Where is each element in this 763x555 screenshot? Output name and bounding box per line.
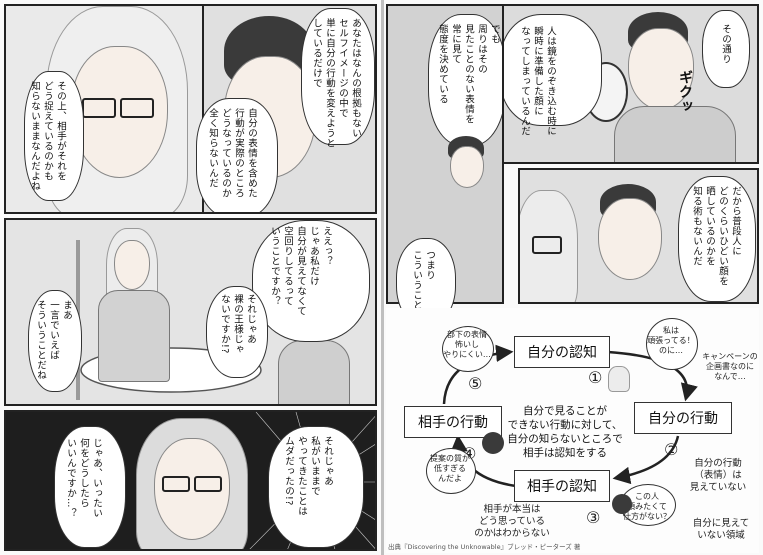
glasses-icon [194, 476, 222, 492]
man-face [450, 146, 484, 188]
panel-woman-glasses [504, 164, 516, 304]
woman-body [98, 290, 170, 382]
cognition-cycle-diagram: 自分の認知 自分の行動 相手の行動 相手の認知 自分で見ることが できない行動に… [386, 308, 759, 553]
thought-bubble [426, 448, 476, 494]
speech-bubble [28, 290, 82, 392]
dialogue-text: あなたはなんの根拠もない セルフイメージの中で 単に自分の行動を変えようと して… [311, 18, 361, 148]
dialogue-text: 人は鏡をのぞき込む時に 瞬時に準備した顔に なってしまっているんだ [519, 26, 556, 136]
man-body [614, 106, 736, 162]
burst-bubble [268, 426, 364, 548]
dialogue-text: まあ 一言でいえば そういうことだね [35, 300, 72, 380]
box-other-action: 相手の行動 [404, 406, 502, 438]
man-avatar-icon [612, 494, 632, 514]
thought-bubble [442, 326, 494, 372]
panel-woman-and-man: あなたはなんの根拠もない セルフイメージの中で 単に自分の行動を変えようと して… [4, 4, 377, 214]
speech-bubble [54, 426, 126, 548]
box-self-cognition: 自分の認知 [514, 336, 610, 368]
panel-observers: でも 周りはその 見たことのない表情を 常に見て 態度を決めている [386, 4, 504, 304]
sound-effect: ギクッ [677, 70, 693, 114]
speech-bubble [196, 98, 278, 212]
speech-bubble [206, 286, 268, 378]
dialogue-text: ええっ？ じゃあ私だけ 自分が見えてなくて 空回りしてるって いうことですか？ [269, 226, 332, 316]
panel-cafe-scene: ええっ？ じゃあ私だけ 自分が見えてなくて 空回りしてるって いうことですか？ … [4, 218, 377, 406]
step-number-5: ⑤ [468, 374, 483, 393]
page-gutter [381, 0, 384, 555]
side-note: キャンペーンの 企画書なのに なんで… [702, 352, 758, 381]
speech-bubble [301, 8, 375, 145]
woman-hair [520, 190, 578, 302]
dialogue-text: でも 周りはその 見たことのない表情を 常に見て 態度を決めている [437, 24, 500, 124]
right-page: 人は鏡をのぞき込む時に 瞬時に準備した顔に なってしまっているんだ その通り ギ… [384, 0, 763, 555]
glasses-icon [120, 98, 154, 118]
step-number-2: ② [664, 440, 679, 459]
thought-text: 部下の表情 怖いし やりにくい… [443, 330, 491, 359]
step-number-1: ① [588, 368, 603, 387]
speech-bubble [702, 10, 750, 88]
speech-bubble [252, 220, 370, 342]
step-number-3: ③ [586, 508, 601, 527]
man-body [278, 340, 350, 404]
dialogue-text: つまり こういうことだ [411, 250, 435, 320]
panel-shocked-woman: それじゃあ 私がいままで やってきたことは ムダだったの!? じゃあ、いったい … [4, 410, 377, 551]
thought-bubble [646, 318, 698, 370]
man-face [598, 198, 662, 280]
box-other-cognition: 相手の認知 [514, 470, 610, 502]
man-face [628, 28, 694, 110]
glasses-icon [82, 98, 116, 118]
thought-text: この人 頼みたくて 仕方がない？ [623, 492, 671, 521]
dialogue-text: その通り [720, 24, 731, 64]
dialogue-text: だから普段人に どのくらいひどい顔を 晒しているのかを 知る術もないんだ [691, 186, 741, 286]
left-page: あなたはなんの根拠もない セルフイメージの中で 単に自分の行動を変えようと して… [0, 0, 381, 555]
speech-bubble [428, 14, 502, 146]
speech-bubble [500, 14, 602, 126]
source-credit: 出典『Discovering the Unknowable』ブレッド・ピーターズ… [388, 543, 581, 551]
dialogue-text: それじゃあ 裸の王様じゃ ないですか!? [219, 294, 256, 354]
woman-face [114, 240, 150, 290]
man-avatar-icon [482, 432, 504, 454]
dialogue-text: その上、相手がそれを どう捉えているのかも 知らないままなんだよね [29, 81, 66, 191]
box-self-action: 自分の行動 [634, 402, 732, 434]
dialogue-text: 自分の表情を含めた 行動が実際のところ どうなっているのか 全く知らないんだ [207, 108, 257, 198]
glasses-icon [162, 476, 190, 492]
thought-text: 私は 頑張ってる！ のに… [647, 326, 695, 355]
woman-face [71, 46, 168, 178]
dialogue-text: じゃあ、いったい 何をどうしたら いいんですか…？ [65, 438, 102, 518]
note-unseen-area: 自分に見えて いない領域 [692, 518, 750, 541]
note-self-action: 自分の行動 （表情）は 見えていない [689, 458, 747, 493]
speech-bubble [24, 71, 84, 201]
center-explanation: 自分で見ることが できない行動に対して、 自分の知らないところで 相手は認知をす… [507, 405, 623, 459]
note-other-cognition: 相手が本当は どう思っている のかはわからない [474, 504, 550, 539]
dialogue-text: それじゃあ 私がいままで やってきたことは ムダだったの!? [283, 436, 333, 516]
panel-man-thinking: だから普段人に どのくらいひどい顔を 晒しているのかを 知る術もないんだ [518, 168, 759, 304]
woman-face [154, 438, 230, 540]
woman-avatar-icon [608, 366, 630, 392]
glasses-icon [532, 236, 562, 254]
speech-bubble [678, 176, 756, 302]
thought-text: 提案の質が 低すぎる んだよ [430, 454, 470, 483]
